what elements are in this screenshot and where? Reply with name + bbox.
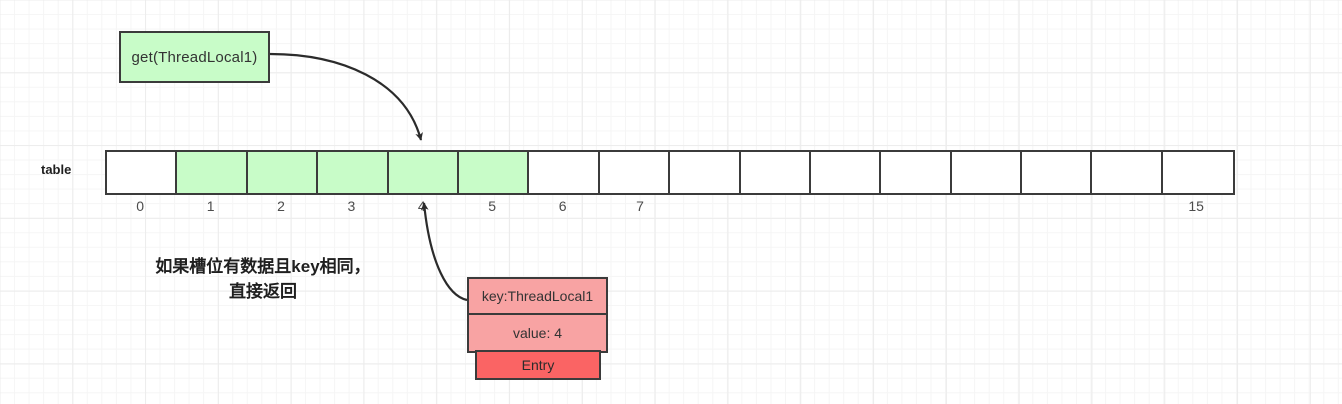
table-slot-6 — [529, 152, 600, 193]
table-slot-11 — [881, 152, 952, 193]
table-slot-8 — [670, 152, 741, 193]
table-index-label-2: 2 — [277, 198, 285, 214]
table-index-label-7: 7 — [636, 198, 644, 214]
arrow-call-to-slot — [269, 52, 423, 141]
note-line-1: 如果槽位有数据且key相同， — [155, 257, 371, 276]
table-index-label-6: 6 — [558, 198, 567, 214]
entry-value-cell: value: 4 — [512, 325, 563, 341]
table-slot-15 — [1162, 152, 1234, 193]
table-slot-10 — [810, 152, 882, 193]
table-index-label-15: 15 — [1188, 198, 1204, 214]
get-threadlocal-call-box: get(ThreadLocal1) — [119, 31, 270, 83]
table-slot-2 — [247, 152, 319, 193]
table-slot-0 — [107, 152, 178, 193]
entry-footer-label: Entry — [475, 350, 601, 380]
table-slot-4 — [388, 152, 459, 193]
table-index-label-0: 0 — [136, 198, 145, 214]
explanation-note: 如果槽位有数据且key相同， 直接返回 — [118, 255, 408, 304]
table-slot-13 — [1022, 152, 1093, 193]
table-slot-7 — [599, 152, 671, 193]
table-slot-5 — [458, 152, 530, 193]
table-slot-12 — [951, 152, 1023, 193]
entry-key-value-box: key:ThreadLocal1 value: 4 — [467, 277, 608, 353]
table-slot-14 — [1092, 152, 1163, 193]
table-index-label-5: 5 — [488, 198, 497, 214]
table-index-label-1: 1 — [206, 198, 215, 214]
table-slot-3 — [318, 152, 389, 193]
call-box-label: get(ThreadLocal1) — [131, 48, 258, 66]
note-line-2: 直接返回 — [229, 281, 297, 301]
entry-key-cell: key:ThreadLocal1 — [469, 279, 606, 315]
table-slot-9 — [740, 152, 811, 193]
table-index-label-4: 4 — [417, 198, 426, 214]
table-index-label-3: 3 — [347, 198, 356, 214]
table-label: table — [41, 162, 72, 177]
table-slot-row — [105, 150, 1236, 195]
table-slot-1 — [177, 152, 248, 193]
entry-object: key:ThreadLocal1 value: 4 Entry — [467, 277, 608, 380]
arrow-entry-to-slot — [420, 202, 468, 302]
